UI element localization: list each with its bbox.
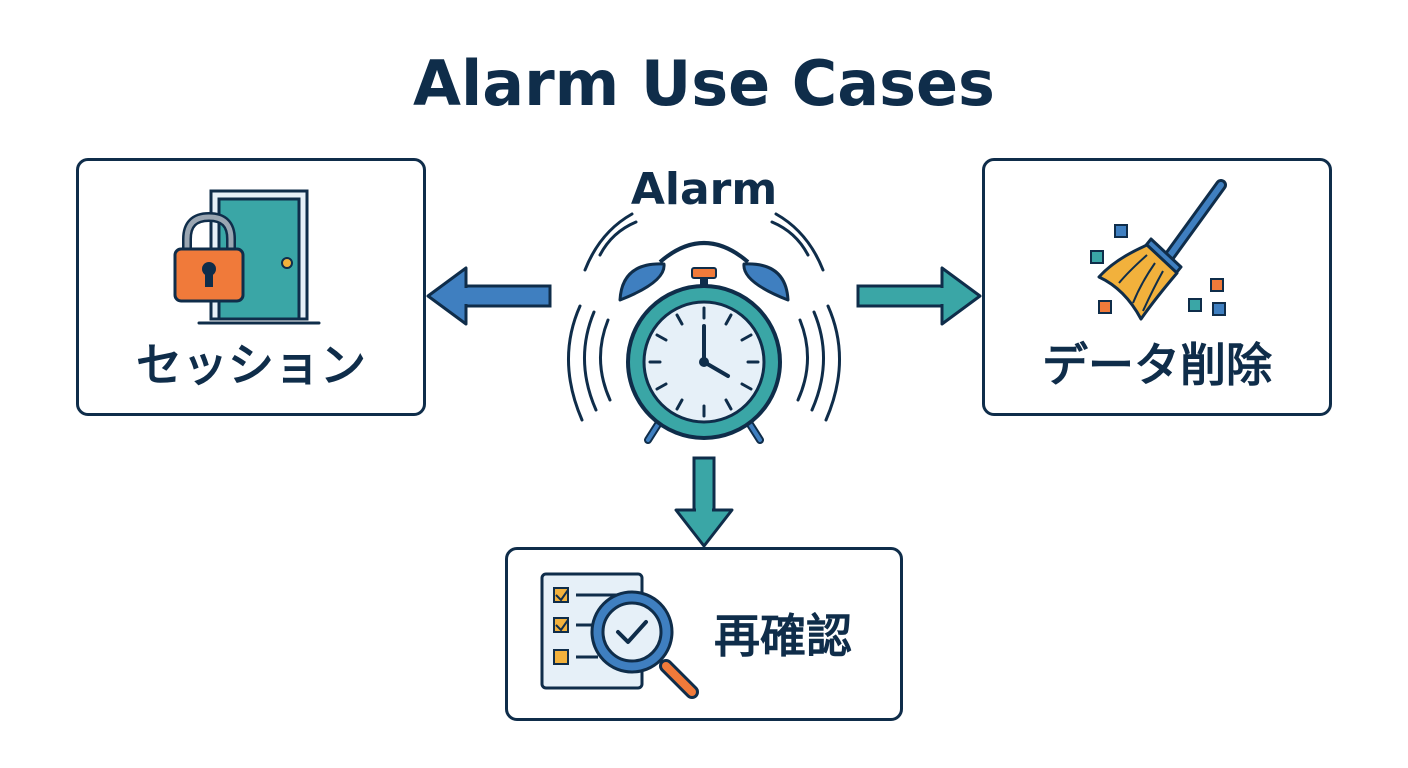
center-node-label: Alarm bbox=[630, 164, 778, 215]
arrow-to-data-deletion bbox=[856, 266, 982, 326]
node-reconfirm: 再確認 bbox=[505, 547, 903, 721]
broom-icon bbox=[1090, 179, 1227, 321]
node-label: データ削除 bbox=[1042, 338, 1272, 392]
arrow-to-session bbox=[426, 266, 552, 326]
node-session: セッション bbox=[76, 158, 426, 416]
checklist-magnifier-icon bbox=[540, 572, 699, 699]
locked-door-icon bbox=[173, 189, 321, 325]
arrow-to-reconfirm bbox=[674, 456, 734, 548]
node-data-deletion: データ削除 bbox=[982, 158, 1332, 416]
node-label: 再確認 bbox=[714, 609, 852, 663]
diagram-title: Alarm Use Cases bbox=[413, 47, 995, 120]
node-label: セッション bbox=[136, 338, 366, 392]
